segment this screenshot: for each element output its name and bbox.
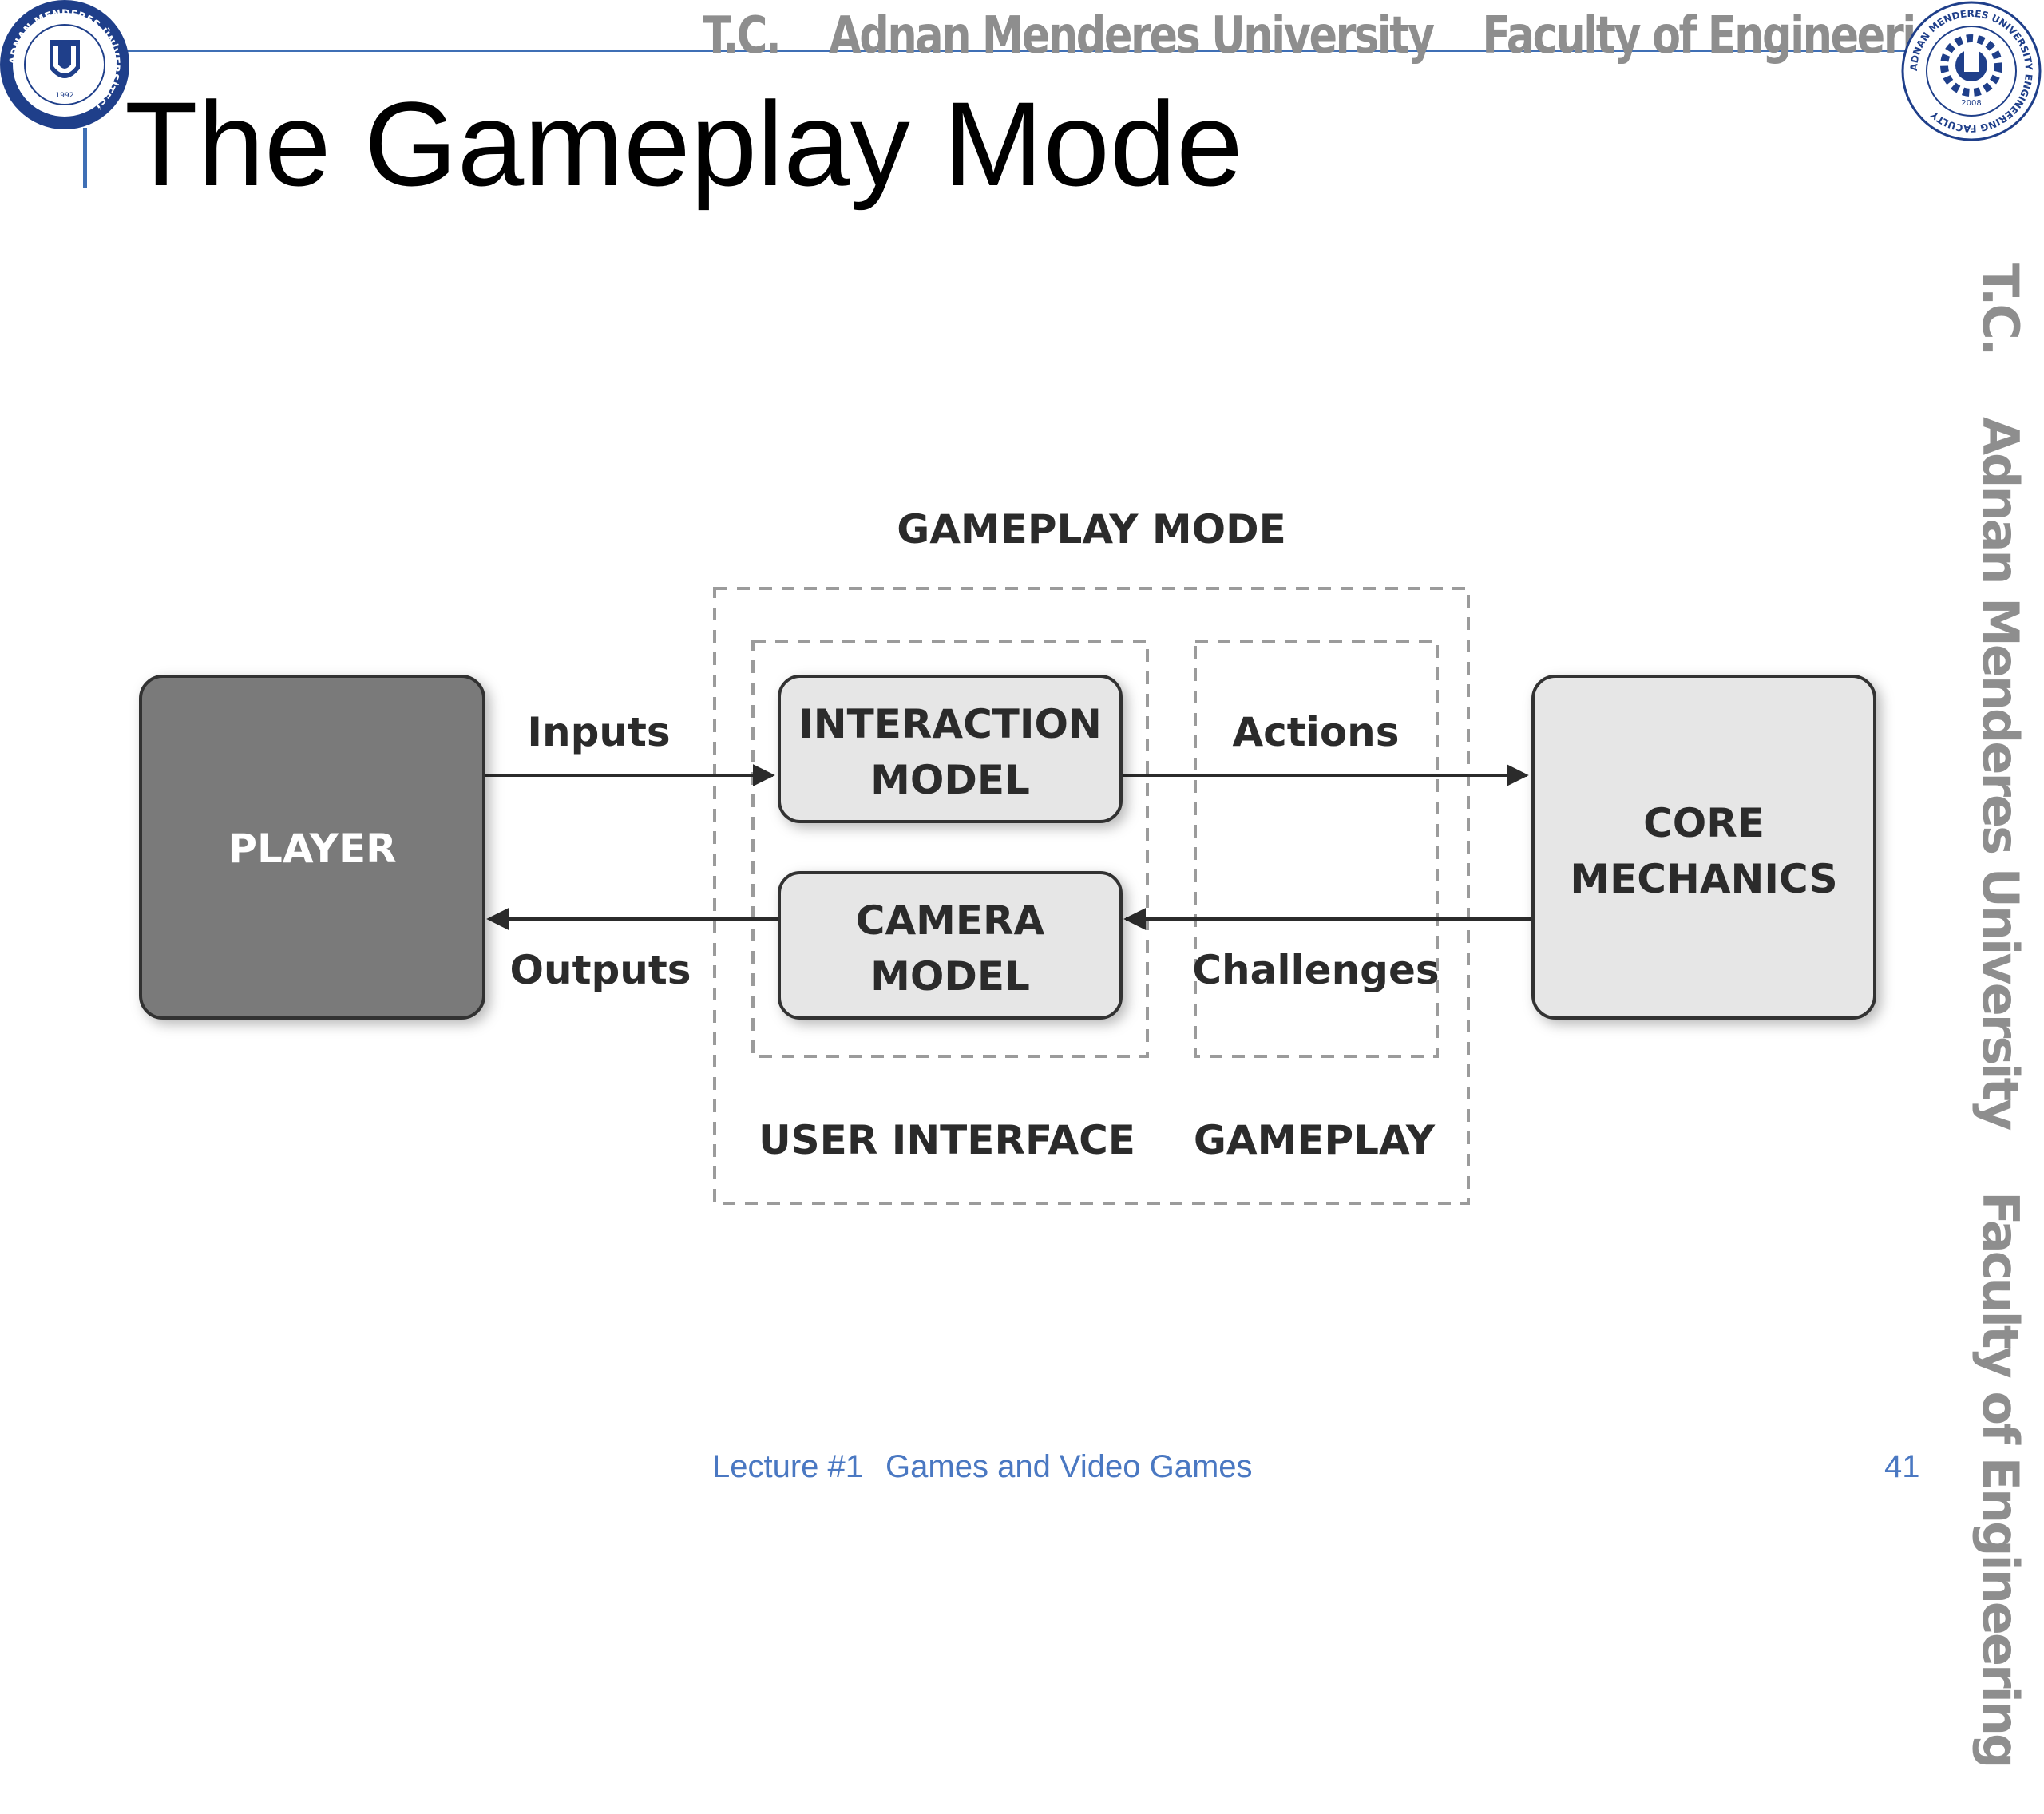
footer-topic: Games and Video Games xyxy=(885,1449,1253,1484)
interaction-model-label-line1: INTERACTION xyxy=(798,701,1102,747)
outputs-label: Outputs xyxy=(509,947,691,993)
user-interface-label: USER INTERFACE xyxy=(759,1117,1135,1163)
page-number: 41 xyxy=(1884,1449,1920,1484)
interaction-model-label-line2: MODEL xyxy=(870,757,1030,803)
gameplay-container xyxy=(1194,640,1439,1058)
diagram-title: GAMEPLAY MODE xyxy=(897,506,1286,553)
header-university: Adnan Menderes University xyxy=(829,6,1435,65)
header-banner: T.C. Adnan Menderes University Faculty o… xyxy=(703,6,2007,65)
camera-model-label-line2: MODEL xyxy=(870,953,1030,1000)
university-logo: ADNAN MENDERES ÜNİVERSİTESİ 1992 xyxy=(0,0,129,129)
logo-right-year: 2008 xyxy=(1961,99,1981,108)
user-interface-container xyxy=(751,640,1149,1058)
header-faculty: Faculty of Engineering xyxy=(1482,6,1972,65)
challenges-label: Challenges xyxy=(1192,947,1439,993)
faculty-logo: ADNAN MENDERES UNIVERSITY ENGINEERING FA… xyxy=(1901,1,2042,141)
camera-model-label-line1: CAMERA xyxy=(856,897,1045,944)
header-rule xyxy=(128,50,1916,52)
core-mechanics-label-line1: CORE xyxy=(1643,800,1765,846)
actions-label: Actions xyxy=(1232,709,1399,755)
core-mechanics-box xyxy=(1531,675,1876,1020)
footer: Lecture #1 Games and Video Games xyxy=(712,1449,1253,1485)
player-label: PLAYER xyxy=(228,826,396,872)
gameplay-label: GAMEPLAY xyxy=(1194,1117,1436,1163)
core-mechanics-label-line2: MECHANICS xyxy=(1570,856,1837,902)
gameplay-mode-diagram: GAMEPLAY MODE PLAYER INTERACTION MODEL C… xyxy=(139,506,1876,1205)
logo-left-year: 1992 xyxy=(56,92,74,100)
camera-model-box xyxy=(778,871,1123,1020)
interaction-model-box xyxy=(778,675,1123,823)
title-accent-bar xyxy=(83,128,87,188)
slide-title: The Gameplay Mode xyxy=(125,77,1243,211)
footer-lecture: Lecture #1 xyxy=(712,1449,864,1484)
gameplay-mode-container xyxy=(713,587,1470,1205)
player-box xyxy=(139,675,485,1020)
inputs-label: Inputs xyxy=(527,709,670,755)
header-tc: T.C. xyxy=(703,6,782,65)
